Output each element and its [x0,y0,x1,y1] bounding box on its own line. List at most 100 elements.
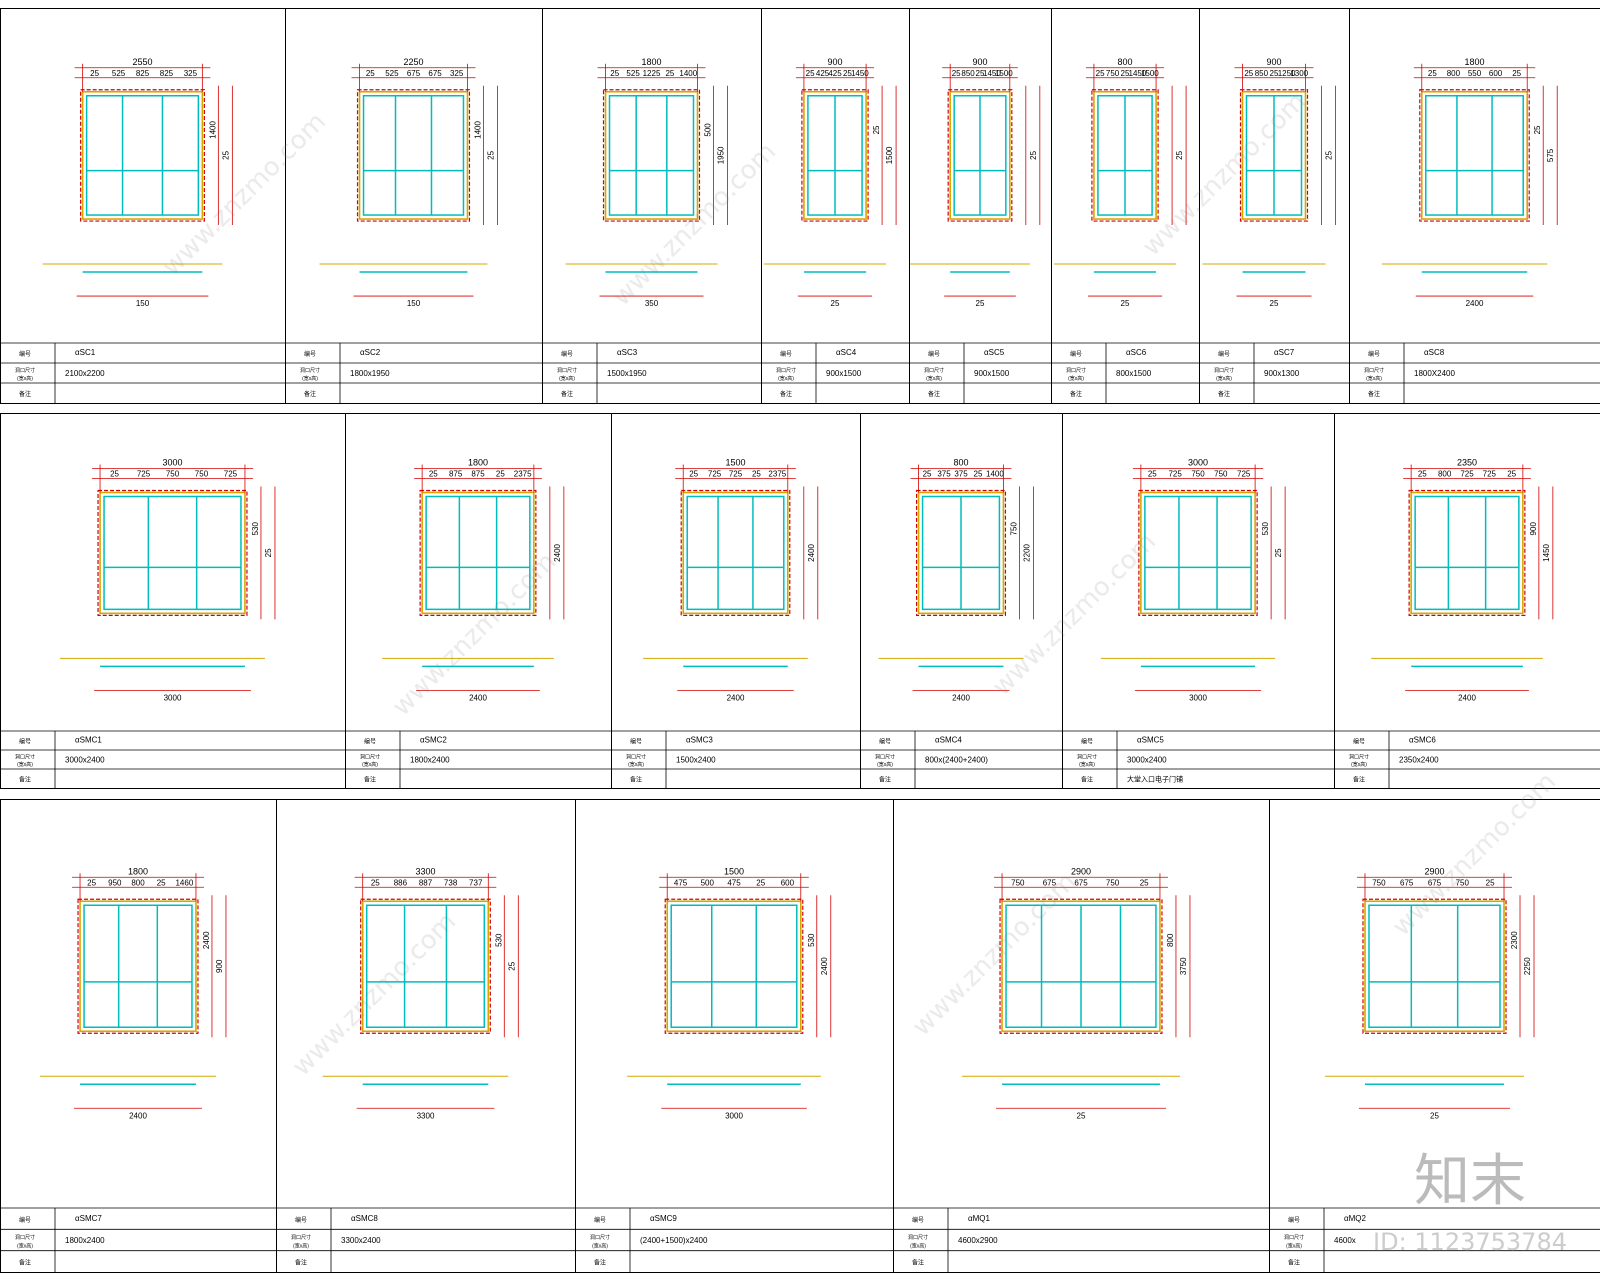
panel-size: 900x1500 [826,369,862,378]
dimension-vertical-label: 25 [1029,150,1038,159]
watermark-text: www.znzmo.com [907,867,1082,1042]
row-header-size: 洞口尺寸 [557,367,577,374]
panel-code: αSMC8 [351,1214,378,1223]
drawing-panel: 编号洞口尺寸(宽x高)备注αSMC53000x2400大堂入口电子门铺30002… [1062,413,1335,789]
outer-frame [680,489,791,616]
window-frame [682,491,789,615]
dimension-label: 825 [136,69,150,78]
outer-frame [1239,89,1309,222]
row-header-code: 编号 [304,350,316,358]
row-header-size-sub: (宽x高) [778,375,794,382]
dimension-label: 800 [1438,470,1452,479]
dimension-vertical-label: 800 [1166,933,1175,947]
dimension-label: 1400 [679,69,697,78]
window-frame [917,491,1005,615]
panel-size: 2350x2400 [1399,755,1439,764]
panel-code: αSC7 [1274,348,1295,357]
dimension-label: 25 [1512,69,1521,78]
row-header-code: 编号 [780,350,792,358]
panel-size: 1800x2400 [410,755,450,764]
dimension-total-label: 800 [953,458,968,468]
dimension-label: 25 [756,878,765,887]
outer-frame [801,89,869,222]
row-header-size: 洞口尺寸 [875,754,895,761]
glass-pane [1368,904,1501,1028]
dimension-plan-label: 150 [407,299,421,308]
dimension-total-label: 1800 [641,57,661,67]
row-header-note: 备注 [561,390,573,398]
row-header-size-sub: (宽x高) [592,1242,608,1249]
watermark-text: www.znzmo.com [987,527,1162,702]
row-header-note: 备注 [1353,775,1365,783]
row-header-size-sub: (宽x高) [926,375,942,382]
row-header-code: 编号 [1081,737,1093,745]
panel-note: 大堂入口电子门铺 [1127,774,1183,783]
window-frame [79,900,197,1033]
dimension-label: 25 [923,470,932,479]
dimension-label: 475 [674,878,688,887]
dimension-plan-label: 3000 [725,1111,743,1120]
dimension-vertical-label: 1400 [473,120,482,138]
row-header-code: 编号 [295,1216,307,1224]
brand-logo: 知末 [1414,1149,1526,1214]
dimension-label: 675 [407,69,421,78]
dimension-vertical-label: 2250 [1523,957,1532,975]
outer-frame [1408,489,1526,616]
drawing-panel: 编号洞口尺寸(宽x高)备注αSMC9(2400+1500)x2400150047… [575,799,894,1273]
dimension-plan-label: 3000 [1189,693,1207,702]
row-header-note: 备注 [879,775,891,783]
dimension-vertical-label: 25 [507,961,516,970]
dimension-label: 25 [366,69,375,78]
panel-code: αSC5 [984,348,1005,357]
glass-pane [608,95,695,216]
dimension-vertical-label: 2400 [807,543,816,561]
glass-pane [1425,95,1524,216]
panel-code: αMQ1 [968,1214,991,1223]
dimension-label: 887 [419,878,433,887]
dimension-total-label: 3000 [1188,458,1208,468]
dimension-label: 738 [444,878,458,887]
window-frame [949,90,1011,220]
dimension-label: 25 [87,878,96,887]
row-header-note: 备注 [912,1259,924,1267]
glass-pane [365,904,486,1028]
dimension-label: 750 [1214,470,1228,479]
dimension-label: 425 [816,69,830,78]
glass-pane [362,95,465,216]
row-header-size: 洞口尺寸 [15,1234,35,1241]
dimension-vertical-label: 500 [703,123,712,137]
row-header-size-sub: (宽x高) [877,761,893,768]
panel-size: 4600x [1334,1236,1356,1245]
dimension-total-label: 900 [972,57,987,67]
dimension-label: 550 [1468,69,1482,78]
dimension-label: 1460 [175,878,193,887]
window-frame [1364,900,1505,1033]
outer-frame [1362,898,1507,1034]
watermark-text: www.znzmo.com [287,907,462,1082]
row-header-size-sub: (宽x高) [362,761,378,768]
window-frame [361,900,490,1033]
dimension-total-label: 2350 [1457,458,1477,468]
row-header-note: 备注 [1081,775,1093,783]
glass-pane [83,904,193,1028]
dimension-label: 25 [1148,470,1157,479]
row-header-size-sub: (宽x高) [910,1242,926,1249]
row-header-note: 备注 [630,775,642,783]
window-frame [99,491,246,615]
dimension-label: 25 [752,470,761,479]
dimension-vertical-label: 1400 [208,120,217,138]
dimension-plan-label: 2400 [1458,693,1476,702]
dimension-total-label: 900 [827,57,842,67]
dimension-vertical-label: 25 [221,150,230,159]
row-header-note: 备注 [19,390,31,398]
row-header-size-sub: (宽x高) [1216,375,1232,382]
dimension-label: 1300 [1290,69,1308,78]
row-header-note: 备注 [295,1259,307,1267]
row-header-size-sub: (宽x高) [302,375,318,382]
